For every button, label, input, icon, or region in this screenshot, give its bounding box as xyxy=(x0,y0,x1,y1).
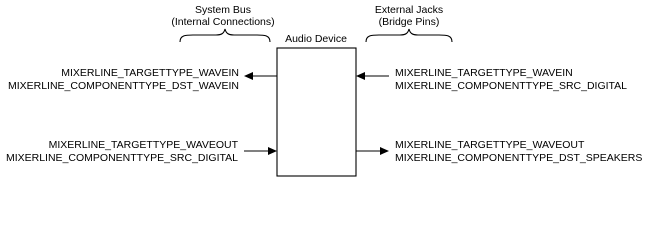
right-top-arrowhead xyxy=(356,72,365,80)
right-top-label-1: MIXERLINE_TARGETTYPE_WAVEIN xyxy=(395,67,573,79)
external-jacks-subtitle: (Bridge Pins) xyxy=(379,16,440,28)
right-top-label-2: MIXERLINE_COMPONENTTYPE_SRC_DIGITAL xyxy=(395,80,627,92)
left-top-label-1: MIXERLINE_TARGETTYPE_WAVEIN xyxy=(61,67,239,79)
external-jacks-title: External Jacks xyxy=(375,4,443,16)
device-box xyxy=(276,47,357,177)
right-bottom-label-1: MIXERLINE_TARGETTYPE_WAVEOUT xyxy=(395,139,585,151)
left-bottom-label-1: MIXERLINE_TARGETTYPE_WAVEOUT xyxy=(49,139,239,151)
right-bottom-label-2: MIXERLINE_COMPONENTTYPE_DST_SPEAKERS xyxy=(395,152,642,164)
system-bus-subtitle: (Internal Connections) xyxy=(171,16,274,28)
left-bottom-arrowhead xyxy=(268,147,277,155)
left-bottom-label-2: MIXERLINE_COMPONENTTYPE_SRC_DIGITAL xyxy=(6,152,238,164)
right-bottom-arrowhead xyxy=(380,147,389,155)
left-top-arrowhead xyxy=(244,72,253,80)
audio-device-diagram: System Bus (Internal Connections) Extern… xyxy=(6,4,642,177)
external-jacks-brace xyxy=(365,28,453,43)
left-top-label-2: MIXERLINE_COMPONENTTYPE_DST_WAVEIN xyxy=(8,80,239,92)
system-bus-title: System Bus xyxy=(195,4,251,16)
device-label: Audio Device xyxy=(285,33,347,45)
system-bus-brace xyxy=(179,28,271,43)
